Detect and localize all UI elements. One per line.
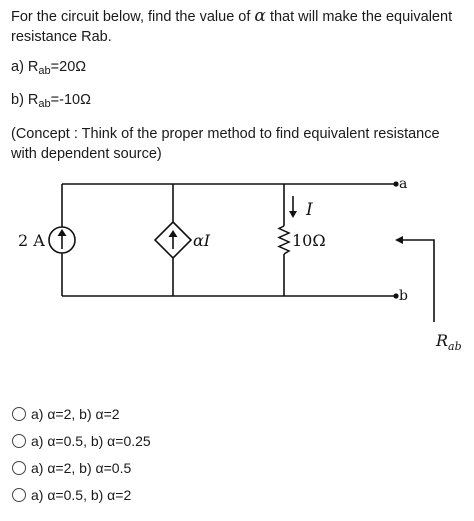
current-label: I [305, 200, 313, 220]
radio-button[interactable] [12, 406, 26, 421]
circuit-diagram: 2 A αI I 10Ω a b Rab [18, 176, 462, 353]
option-label: a) α=0.5, b) α=2 [31, 486, 132, 503]
concept-hint: (Concept : Think of the proper method to… [11, 126, 440, 162]
part-a-prefix: a) R [11, 59, 39, 75]
radio-button[interactable] [12, 433, 26, 448]
current-arrow-icon [289, 196, 297, 218]
option-label: a) α=0.5, b) α=0.25 [31, 432, 151, 449]
answer-option-2[interactable]: a) α=0.5, b) α=0.25 [12, 427, 452, 454]
part-b-prefix: b) R [11, 92, 39, 108]
alpha-symbol: α [254, 6, 266, 26]
option-label: a) α=2, b) α=2 [31, 405, 120, 422]
question-prefix: For the circuit below, find the value of [11, 9, 251, 25]
part-a-value: =20Ω [50, 59, 87, 75]
terminal-b-dot [393, 293, 399, 299]
answer-option-3[interactable]: a) α=2, b) α=0.5 [12, 454, 452, 481]
dependent-source-label: αI [193, 231, 211, 250]
radio-button[interactable] [12, 487, 26, 502]
question-suffix: that will make the equivalent resistance… [11, 9, 453, 45]
current-source-icon [48, 226, 76, 254]
resistor-label: 10Ω [292, 231, 326, 250]
answer-option-4[interactable]: a) α=0.5, b) α=2 [12, 481, 452, 508]
part-a-subscript: ab [38, 65, 51, 77]
rab-label: Rab [435, 331, 462, 353]
source-label: 2 A [18, 231, 45, 250]
part-b-condition: b) Rab=-10Ω [11, 90, 466, 114]
rab-arrow-icon [395, 236, 435, 322]
terminal-a-dot [393, 181, 399, 187]
part-b-subscript: ab [38, 98, 51, 110]
terminal-a-label: a [399, 176, 407, 192]
part-b-value: =-10Ω [50, 92, 91, 108]
terminal-b-label: b [399, 288, 408, 304]
resistor-icon [277, 225, 291, 255]
part-a-condition: a) Rab=20Ω [11, 57, 466, 81]
answer-options: a) α=2, b) α=2 a) α=0.5, b) α=0.25 a) α=… [12, 400, 452, 508]
radio-button[interactable] [12, 460, 26, 475]
dependent-source-icon [153, 220, 193, 260]
option-label: a) α=2, b) α=0.5 [31, 459, 132, 476]
question-text: For the circuit below, find the value of… [11, 6, 466, 47]
answer-option-1[interactable]: a) α=2, b) α=2 [12, 400, 452, 427]
